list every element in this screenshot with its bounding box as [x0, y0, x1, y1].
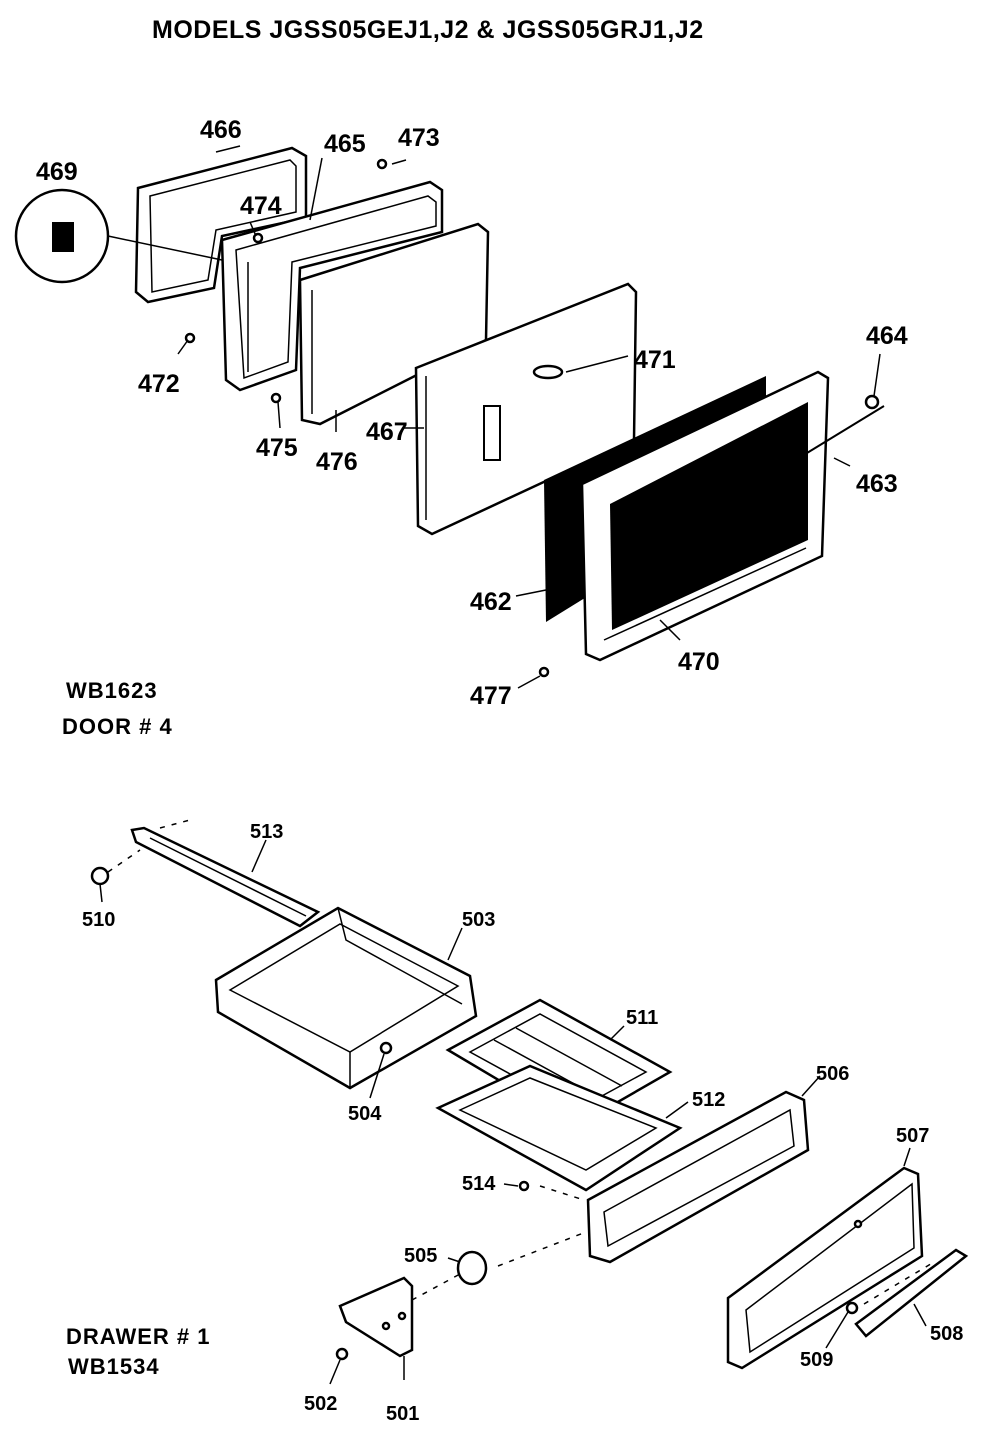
drawer-front-506: [586, 1090, 810, 1264]
door-assembly: 469 466 465 473 474 472 475 476 467 471 …: [14, 116, 908, 739]
label-507: 507: [896, 1125, 929, 1147]
label-467: 467: [366, 418, 408, 446]
door-name: DOOR # 4: [62, 714, 173, 739]
drawer-trim-508: [854, 1248, 969, 1338]
broiler-pan-512: [435, 1064, 683, 1192]
door-latch-bracket: [483, 405, 501, 461]
label-465: 465: [324, 130, 366, 158]
hinge-rod-463: [765, 405, 885, 479]
clip-509: [845, 1301, 859, 1315]
drawer-panel-507: [726, 1166, 924, 1370]
label-473: 473: [398, 124, 440, 152]
screw-504: [379, 1041, 393, 1055]
label-469: 469: [36, 158, 78, 186]
handle-spacer-471: [532, 364, 564, 380]
label-463: 463: [856, 470, 898, 498]
label-510: 510: [82, 909, 115, 931]
label-475: 475: [256, 434, 298, 462]
inner-door-frame-465: [220, 180, 444, 392]
label-502: 502: [304, 1393, 337, 1415]
label-504: 504: [348, 1103, 382, 1125]
label-474: 474: [240, 192, 282, 220]
screw-502: [335, 1347, 349, 1361]
inner-door-frame-inner: [235, 195, 437, 380]
label-501: 501: [386, 1403, 419, 1425]
label-503: 503: [462, 909, 495, 931]
label-514: 514: [462, 1173, 496, 1195]
clip-464: [864, 394, 880, 410]
label-513: 513: [250, 821, 283, 843]
label-471: 471: [634, 346, 676, 374]
drawer-code: WB1534: [68, 1354, 160, 1379]
label-466: 466: [200, 116, 242, 144]
door-code: WB1623: [66, 678, 158, 703]
label-477: 477: [470, 682, 512, 710]
knob-505: [456, 1250, 488, 1286]
door-glass-window: [610, 402, 808, 630]
label-509: 509: [800, 1349, 833, 1371]
label-472: 472: [138, 370, 180, 398]
label-505: 505: [404, 1245, 437, 1267]
label-476: 476: [316, 448, 358, 476]
door-gasket-466: [134, 146, 308, 304]
label-464: 464: [866, 322, 908, 350]
bracket-501: [338, 1276, 414, 1358]
drawer-name: DRAWER # 1: [66, 1324, 210, 1349]
roller-510: [90, 866, 110, 886]
door-gasket-inner: [149, 159, 297, 293]
label-462: 462: [470, 588, 512, 616]
label-508: 508: [930, 1323, 963, 1345]
drawer-assembly: 513 510 503 504 511 512 506 507 514 505 …: [66, 819, 969, 1425]
label-512: 512: [692, 1089, 725, 1111]
label-511: 511: [626, 1007, 658, 1029]
label-506: 506: [816, 1063, 849, 1085]
screw-477: [538, 666, 550, 678]
detail-leader-469: [107, 235, 223, 261]
screw-475: [270, 392, 282, 404]
detail-part-469: [52, 222, 74, 252]
screw-473: [376, 158, 388, 170]
clip-514: [518, 1180, 530, 1192]
drawer-floor: [228, 923, 460, 1053]
page-title: MODELS JGSS05GEJ1,J2 & JGSS05GRJ1,J2: [152, 16, 704, 44]
label-470: 470: [678, 648, 720, 676]
